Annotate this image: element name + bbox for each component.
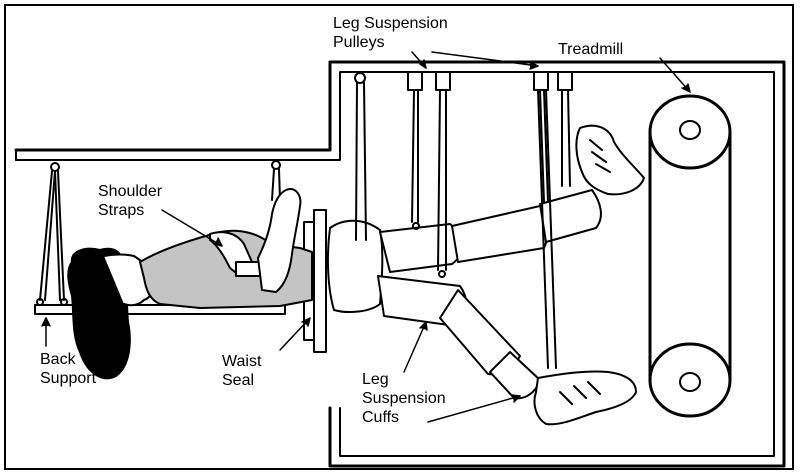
label-treadmill: Treadmill [558, 41, 624, 58]
pulley-cables [354, 71, 573, 369]
treadmill [648, 94, 732, 418]
label-leg-suspension-cuffs: Leg Suspension Cuffs [362, 371, 446, 426]
chamber-walls [14, 60, 786, 468]
label-shoulder-straps: Shoulder Straps [98, 183, 163, 219]
person-figure [67, 124, 645, 426]
label-leg-suspension-pulleys: Leg Suspension Pulleys [333, 15, 448, 51]
label-waist-seal: Waist Seal [222, 353, 262, 389]
label-back-support: Back Support [40, 351, 97, 387]
leader-arrows [41, 51, 691, 423]
